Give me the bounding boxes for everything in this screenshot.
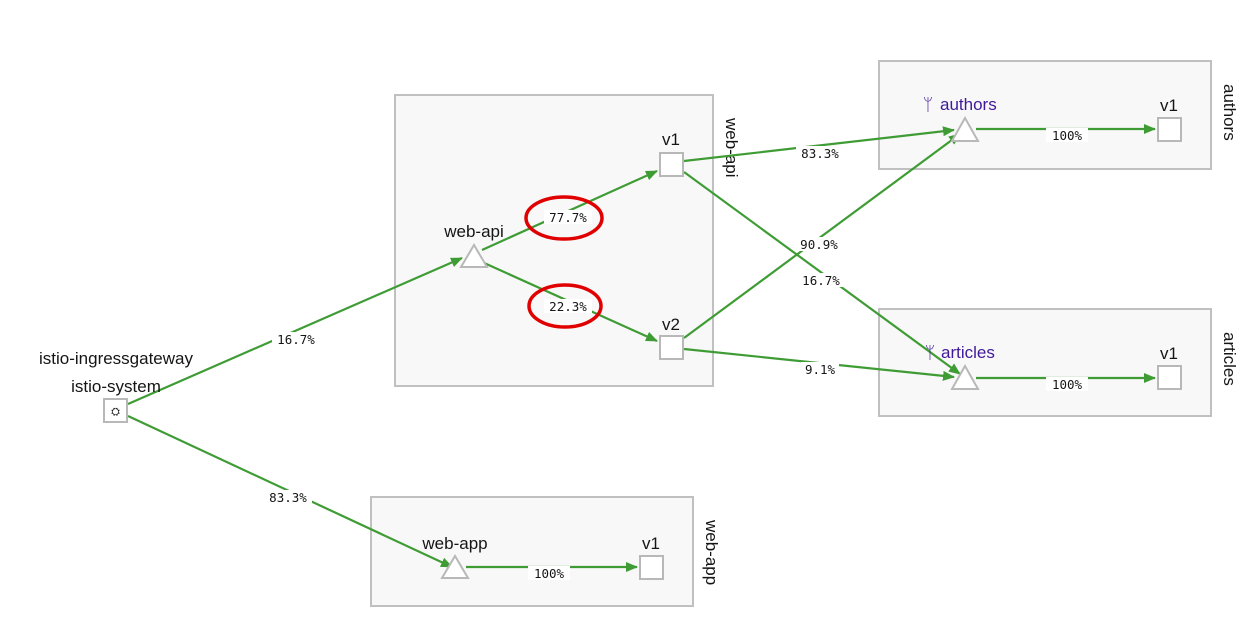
edge-label: 9.1% [805, 362, 836, 377]
virtual-service-icon: ᛘ [925, 343, 935, 363]
edge-label: 90.9% [800, 237, 838, 252]
box-web-api[interactable]: web-api [394, 94, 741, 387]
edge-webapp-to-v1[interactable]: 100% [466, 562, 638, 581]
node-authors-v1[interactable]: v1 [1157, 96, 1182, 142]
node-istio-ingressgateway[interactable]: istio-ingressgateway istio-system ⛭ [39, 349, 194, 423]
box-articles[interactable]: articles [878, 308, 1239, 417]
edge-gw-to-webapp[interactable]: 83.3% [127, 415, 453, 568]
service-label-authors: authors [940, 95, 997, 114]
edge-v1-to-articles[interactable]: 16.7% [683, 171, 961, 375]
edge-label: 100% [1052, 377, 1083, 392]
edge-webapi-to-v2[interactable]: 22.3% [481, 260, 658, 343]
node-web-api-service[interactable]: web-api [443, 222, 504, 268]
service-label-articles: articles [941, 343, 995, 362]
highlight-ellipse-77-7 [524, 195, 604, 241]
box-label-authors: authors [1220, 84, 1239, 141]
edge-label: 83.3% [801, 146, 839, 161]
service-label-web-app: web-app [421, 534, 487, 553]
node-web-app-service[interactable]: web-app [421, 534, 488, 579]
node-web-api-v2[interactable]: v2 [659, 315, 684, 360]
edge-v2-to-articles[interactable]: 9.1% [683, 347, 955, 381]
version-label-authors-v1: v1 [1160, 96, 1178, 115]
edge-label: 22.3% [549, 299, 587, 314]
edge-label: 77.7% [549, 210, 587, 225]
version-label-articles-v1: v1 [1160, 344, 1178, 363]
gateway-name-label: istio-ingressgateway [39, 349, 194, 368]
node-web-app-v1[interactable]: v1 [639, 534, 664, 580]
node-authors-service[interactable]: ᛘ authors [923, 95, 997, 142]
edge-authors-to-v1[interactable]: 100% [976, 124, 1156, 143]
gateway-namespace-label: istio-system [71, 377, 161, 396]
edge-articles-to-v1[interactable]: 100% [976, 373, 1156, 392]
edge-webapi-to-v1[interactable]: 77.7% [481, 169, 658, 252]
version-label-web-api-v2: v2 [662, 315, 680, 334]
edge-label: 100% [1052, 128, 1083, 143]
version-label-web-app-v1: v1 [642, 534, 660, 553]
virtual-service-icon: ᛘ [923, 95, 933, 115]
node-web-api-v1[interactable]: v1 [659, 130, 684, 177]
edge-v2-to-authors[interactable]: 90.9% [683, 133, 961, 339]
node-articles-service[interactable]: ᛘ articles [925, 343, 995, 390]
edge-gw-to-webapi[interactable]: 16.7% [127, 256, 463, 406]
service-label-web-api: web-api [443, 222, 504, 241]
gateway-icon: ⛭ [111, 405, 120, 418]
box-label-articles: articles [1220, 332, 1239, 386]
box-authors[interactable]: authors [878, 60, 1239, 170]
edge-label: 100% [534, 566, 565, 581]
box-label-web-api: web-api [722, 117, 741, 178]
box-label-web-app: web-app [702, 519, 721, 585]
edge-label: 16.7% [802, 273, 840, 288]
highlight-ellipse-22-3 [527, 283, 603, 329]
edge-v1-to-authors[interactable]: 83.3% [683, 126, 955, 163]
version-label-web-api-v1: v1 [662, 130, 680, 149]
box-web-app[interactable]: web-app [370, 496, 721, 607]
edge-label: 16.7% [277, 332, 315, 347]
node-articles-v1[interactable]: v1 [1157, 344, 1182, 390]
edge-label: 83.3% [269, 490, 307, 505]
